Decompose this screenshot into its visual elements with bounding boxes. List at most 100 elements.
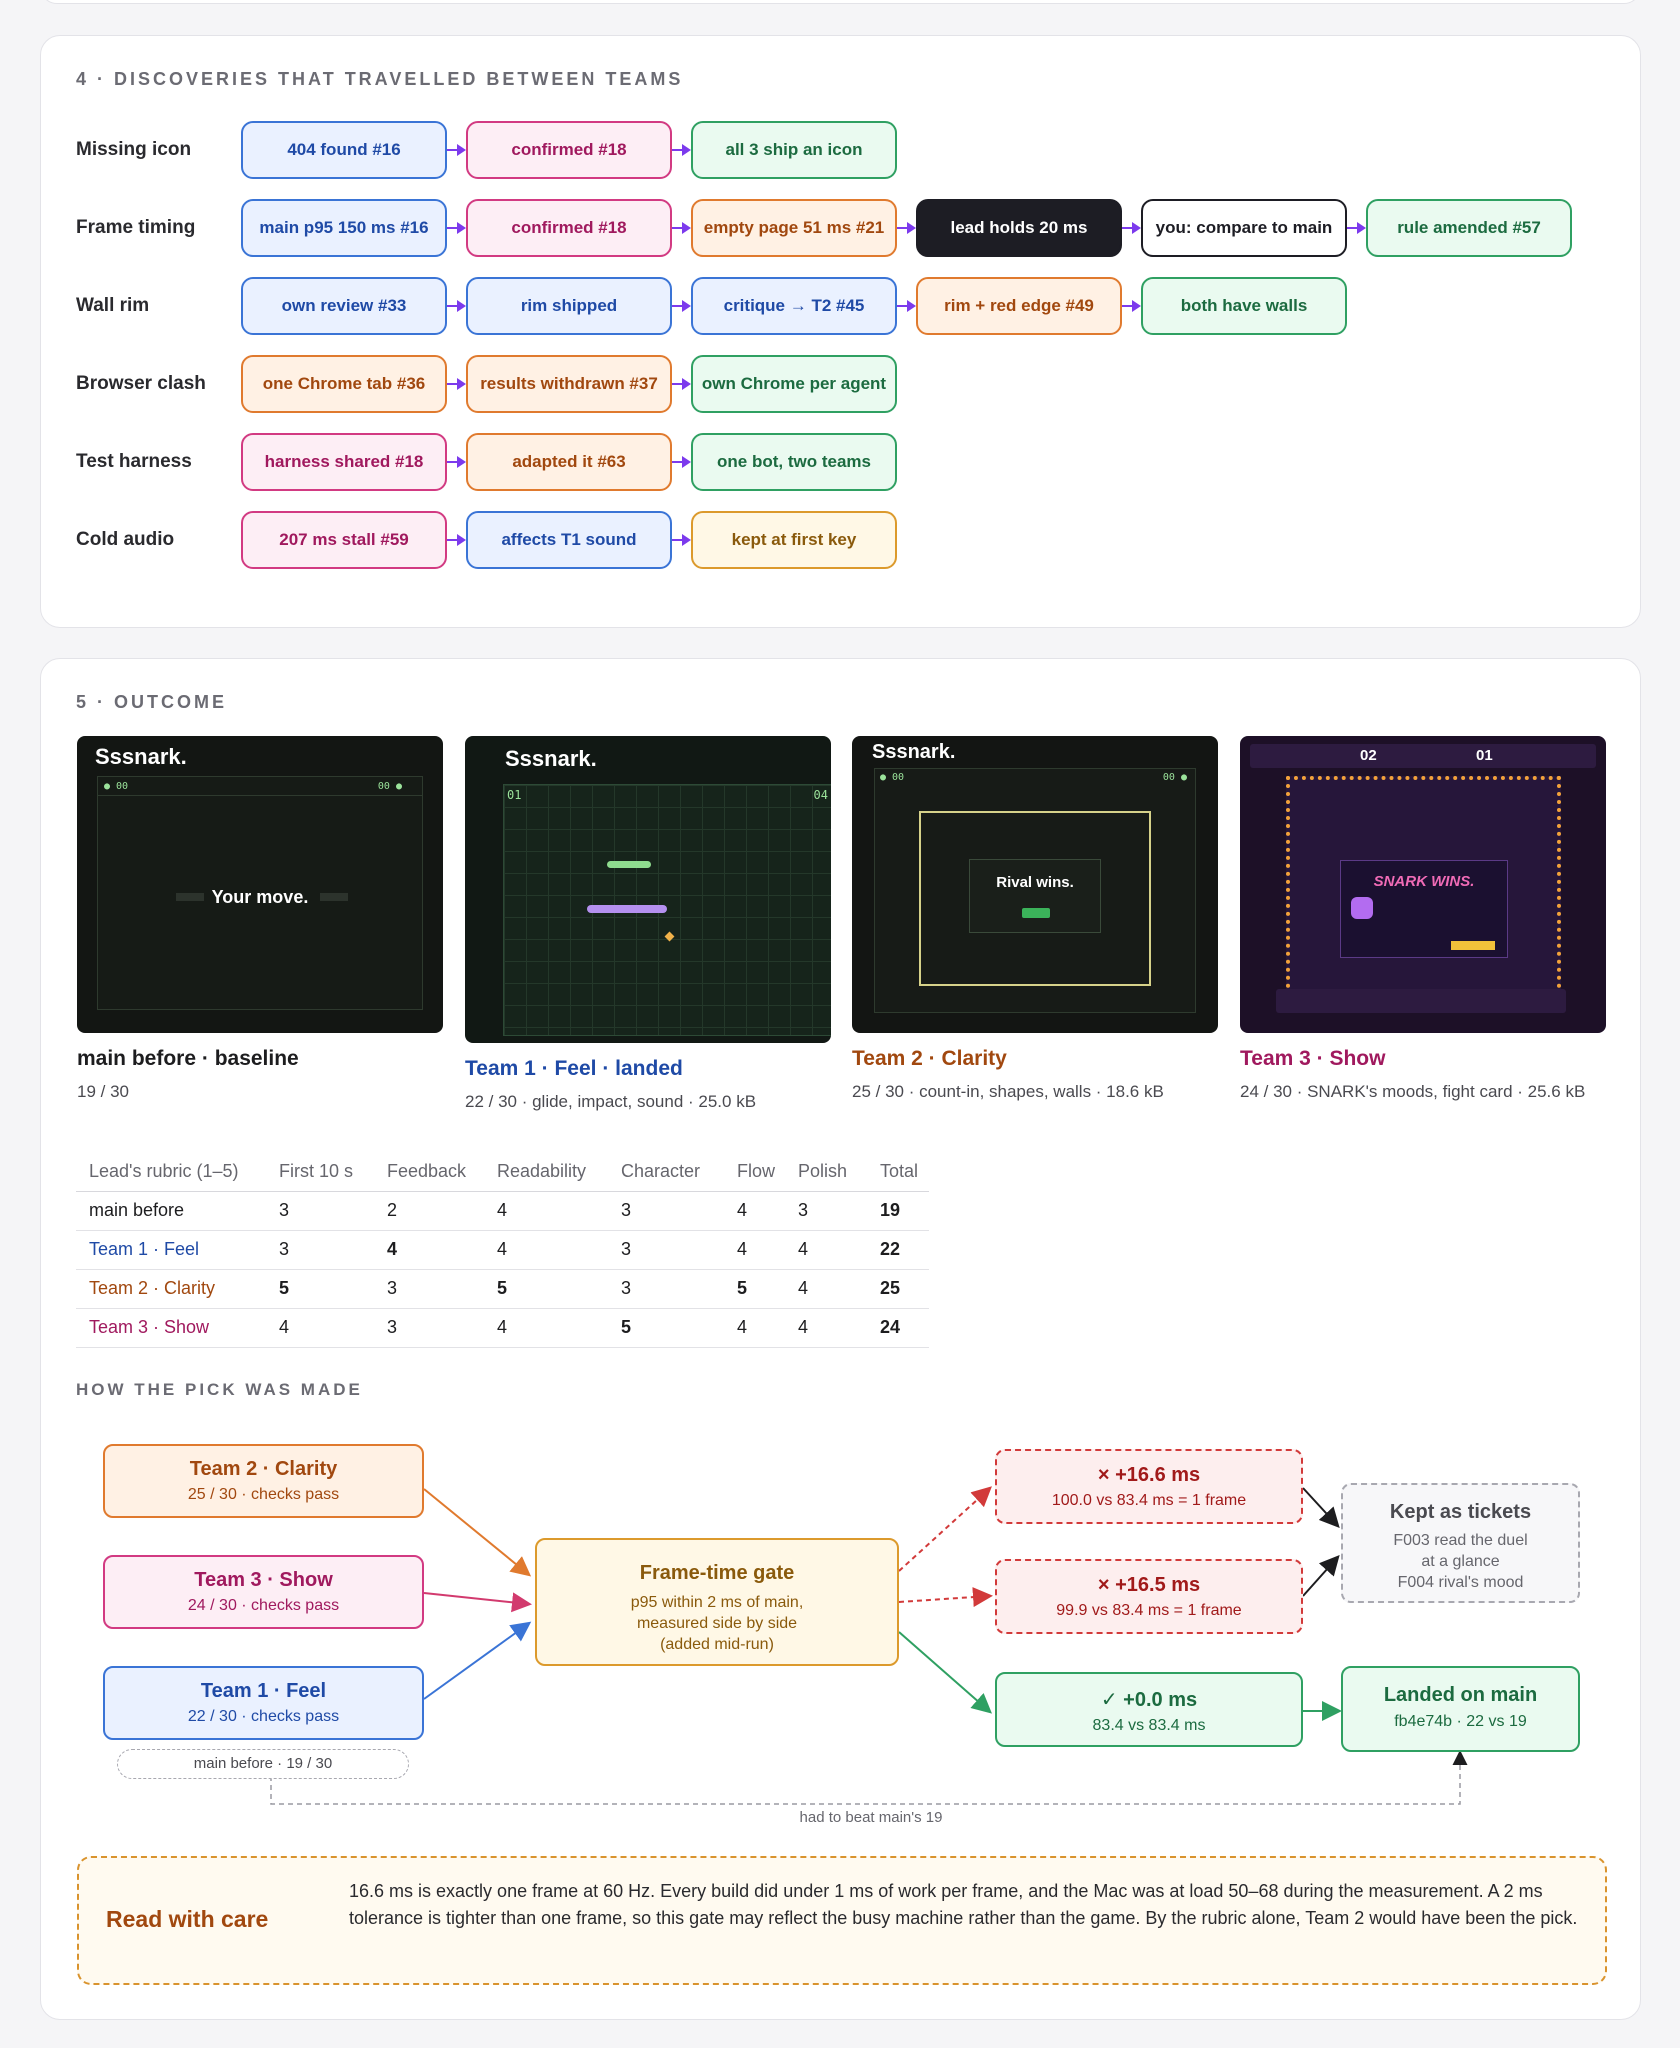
discovery-chip: results withdrawn #37	[466, 355, 672, 413]
center-title: Your move.	[211, 887, 309, 907]
node-sub: 25 / 30 · checks pass	[187, 1486, 340, 1503]
discovery-chip: main p95 150 ms #16	[241, 199, 447, 257]
arena: SNARK WINS.	[1286, 776, 1561, 996]
score-left: 02	[1360, 747, 1377, 764]
rematch-button[interactable]	[1451, 941, 1495, 950]
screenshot-team2[interactable]: Sssnark. ● 00 00 ● Rival wins.	[852, 736, 1218, 1033]
chain-row-label: Frame timing	[76, 217, 196, 238]
node-team1: Team 1 · Feel 22 / 30 · checks pass	[103, 1666, 424, 1740]
discovery-chip: confirmed #18	[466, 199, 672, 257]
node-sub: 99.9 vs 83.4 ms = 1 frame	[1056, 1602, 1242, 1619]
table-cell: 22	[867, 1230, 929, 1270]
table-header-cell: Flow	[724, 1153, 785, 1192]
shot-sub: 24 / 30 · SNARK's moods, fight card · 25…	[1240, 1082, 1586, 1101]
table-cell-name: Team 1 · Feel	[76, 1230, 266, 1270]
node-title: main before · 19 / 30	[193, 1755, 333, 1772]
discovery-chip: 207 ms stall #59	[241, 511, 447, 569]
table-cell: 3	[608, 1191, 724, 1231]
shot-title: Team 2 · Clarity	[852, 1047, 1007, 1070]
discoveries-card: 4 · DISCOVERIES THAT TRAVELLED BETWEEN T…	[40, 35, 1641, 628]
game-logo: Sssnark.	[95, 744, 187, 769]
node-title: × +16.5 ms	[1097, 1574, 1201, 1596]
table-header-cell: Lead's rubric (1–5)	[76, 1153, 266, 1192]
table-cell: 24	[867, 1308, 929, 1348]
arrow-t2-gate	[423, 1488, 532, 1577]
shot-sub: 19 / 30	[77, 1082, 129, 1101]
table-header-cell: Total	[867, 1153, 929, 1192]
screenshot-team1[interactable]: Sssnark. 01 04	[465, 736, 831, 1043]
node-fail-team2: × +16.6 ms 100.0 vs 83.4 ms = 1 frame	[995, 1449, 1303, 1524]
node-line: measured side by side	[636, 1615, 798, 1632]
screenshot-team3[interactable]: 02 01 SNARK WINS.	[1240, 736, 1606, 1033]
node-team3: Team 3 · Show 24 / 30 · checks pass	[103, 1555, 424, 1629]
chain-arrow-icon	[672, 300, 691, 312]
table-cell: 4	[785, 1269, 867, 1309]
chain-arrow-icon	[1347, 222, 1366, 234]
discovery-chip: both have walls	[1141, 277, 1347, 335]
snark-bar	[1276, 989, 1566, 1013]
discovery-chip: empty page 51 ms #21	[691, 199, 897, 257]
node-line: at a glance	[1421, 1553, 1500, 1570]
node-title: Landed on main	[1383, 1684, 1538, 1706]
chain-arrow-icon	[447, 456, 466, 468]
discovery-chip: one Chrome tab #36	[241, 355, 447, 413]
node-line: (added mid-run)	[660, 1636, 774, 1653]
score-right: 00 ●	[377, 781, 402, 792]
chain-arrow-icon	[447, 300, 466, 312]
outcome-card: 5 · OUTCOME Sssnark. ● 00 00 ● Your move…	[40, 658, 1641, 2020]
chain-arrow-icon	[447, 222, 466, 234]
table-cell: 4	[374, 1230, 484, 1270]
game-board: 01 04	[503, 784, 831, 1036]
shot-sub: 22 / 30 · glide, impact, sound · 25.0 kB	[465, 1092, 757, 1111]
pick-arrows	[270, 1486, 1468, 1805]
game-logo: Sssnark.	[505, 746, 597, 771]
score-left: ● 00	[104, 781, 129, 792]
table-header-cell: Polish	[785, 1153, 867, 1192]
table-cell-name: Team 2 · Clarity	[76, 1269, 266, 1309]
node-line: p95 within 2 ms of main,	[630, 1594, 804, 1611]
beat-label: had to beat main's 19	[799, 1809, 943, 1826]
node-title: Team 3 · Show	[194, 1569, 333, 1591]
table-cell: 5	[608, 1308, 724, 1348]
table-cell: 4	[724, 1308, 785, 1348]
chain-arrow-icon	[672, 534, 691, 546]
table-cell: 3	[608, 1230, 724, 1270]
snark-face-icon	[1351, 897, 1373, 919]
chain-row: Frame timing main p95 150 ms #16 confirmed…	[76, 199, 1616, 257]
chain-row-label: Missing icon	[76, 139, 192, 160]
note-label: Read with care	[106, 1906, 269, 1932]
chain-arrow-icon	[672, 222, 691, 234]
chain-arrow-icon	[897, 300, 916, 312]
table-cell: 19	[867, 1191, 929, 1231]
table-cell: 4	[484, 1308, 608, 1348]
chain-arrow-icon	[1122, 222, 1141, 234]
table-header-cell: First 10 s	[266, 1153, 374, 1192]
discovery-chip: lead holds 20 ms	[916, 199, 1122, 257]
previous-section-card	[40, 0, 1641, 4]
table-cell: 3	[374, 1308, 484, 1348]
table-header-cell: Feedback	[374, 1153, 484, 1192]
node-title: × +16.6 ms	[1097, 1464, 1201, 1486]
score-right: 04	[813, 788, 828, 802]
game-board: ● 00 00 ● Your move.	[97, 776, 423, 1010]
discovery-chip: rim shipped	[466, 277, 672, 335]
discovery-chip: all 3 ship an icon	[691, 121, 897, 179]
table-cell: 4	[724, 1230, 785, 1270]
node-title: Kept as tickets	[1389, 1501, 1532, 1523]
table-cell: 3	[266, 1191, 374, 1231]
table-cell: 4	[785, 1308, 867, 1348]
arrow-gate-pass	[898, 1631, 993, 1714]
section-title: 5 · OUTCOME	[76, 692, 228, 712]
rematch-button[interactable]	[1022, 908, 1050, 918]
node-sub: 100.0 vs 83.4 ms = 1 frame	[1051, 1492, 1247, 1509]
screenshot-main-before[interactable]: Sssnark. ● 00 00 ● Your move.	[77, 736, 443, 1033]
chain-arrow-icon	[447, 378, 466, 390]
score-right: 00 ●	[1162, 772, 1187, 783]
node-sub: fb4e74b · 22 vs 19	[1394, 1713, 1527, 1730]
